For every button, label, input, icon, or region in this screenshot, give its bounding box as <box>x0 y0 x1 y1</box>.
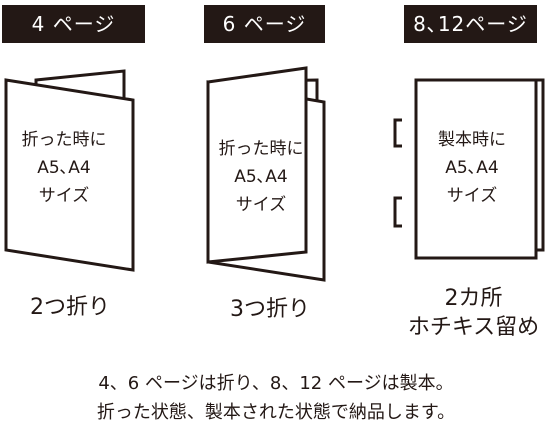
bifold-front-page <box>4 78 135 272</box>
trifold-text-line3: サイズ <box>235 195 287 215</box>
caption-trifold: 3つ折り <box>230 297 310 322</box>
label-4-pages: 4 ページ <box>2 5 145 43</box>
note-line-2: 折った状態、製本された状態で納品します。 <box>96 402 456 423</box>
label-8-12-pages: 8､12ページ <box>404 5 537 43</box>
bifold-size-text: 折った時に A5､A4 サイズ <box>13 126 115 210</box>
stapled-booklet-drawing <box>414 78 545 260</box>
bifold-text-line2: A5､A4 <box>37 158 91 178</box>
caption-bifold: 2つ折り <box>30 295 110 320</box>
trifold-text-line1: 折った時に <box>218 139 304 159</box>
trifold-size-text: 折った時に A5､A4 サイズ <box>205 135 317 219</box>
staple-mark-top <box>393 118 402 148</box>
trifold-leaflet-drawing <box>206 66 326 282</box>
caption-stapled-line1: 2カ所 <box>444 286 503 311</box>
label-6-pages: 6 ページ <box>204 5 325 43</box>
staple-mark-bottom <box>393 196 402 228</box>
trifold-text-line2: A5､A4 <box>234 167 288 187</box>
bifold-text-line3: サイズ <box>38 186 90 206</box>
note-line-1: 4、6 ページは折り、8、12 ページは製本。 <box>98 373 454 394</box>
bifold-booklet-drawing <box>4 69 135 272</box>
booklet-text-line3: サイズ <box>446 186 498 206</box>
trifold-front-panel <box>206 66 308 264</box>
booklet-text-line1: 製本時に <box>438 130 506 150</box>
bifold-text-line1: 折った時に <box>21 130 107 150</box>
booklet-front-page <box>414 78 538 260</box>
booklet-size-text: 製本時に A5､A4 サイズ <box>420 126 524 210</box>
booklet-text-line2: A5､A4 <box>445 158 499 178</box>
caption-stapled-line2: ホチキス留め <box>407 315 540 340</box>
caption-stapled: 2カ所 ホチキス留め <box>395 284 552 342</box>
